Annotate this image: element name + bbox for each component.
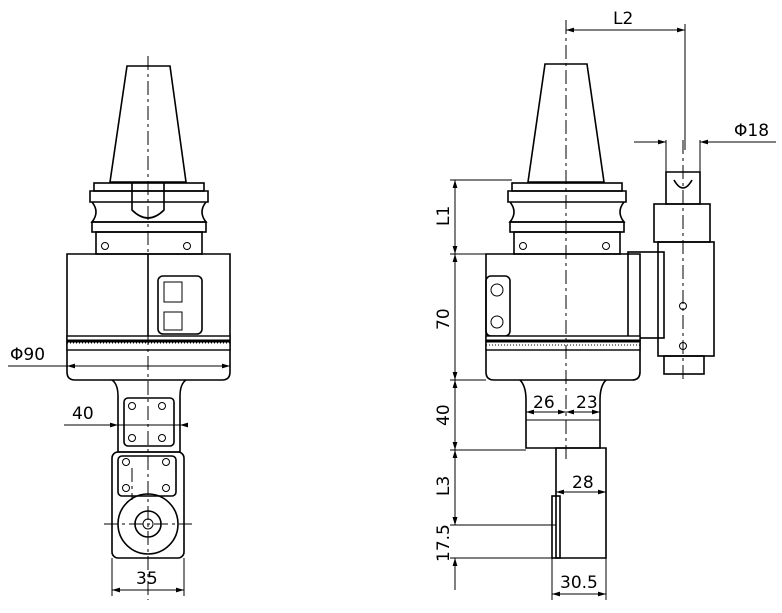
screw-icon: [128, 402, 136, 410]
side-scale-ring: [485, 335, 641, 351]
front-taper: [109, 65, 187, 183]
screw-icon: [158, 434, 166, 442]
screw-icon: [162, 458, 170, 466]
dim-label-l1: L1: [434, 206, 454, 226]
dim-label-26: 26: [533, 393, 555, 413]
dim-label-30-5: 30.5: [560, 573, 598, 593]
screw-icon: [519, 242, 527, 250]
screw-icon: [490, 315, 504, 329]
side-stop-nut: [653, 203, 711, 243]
side-body: [485, 253, 641, 381]
dim-label-40-front: 40: [72, 404, 94, 424]
dim-label-diameter: Φ90: [10, 345, 45, 365]
front-clamp-slots: [163, 281, 183, 331]
front-neck: [111, 379, 187, 453]
dim-label-l2: L2: [613, 9, 633, 29]
dim-label-17-5: 17.5: [434, 524, 454, 562]
front-body: [66, 253, 231, 381]
screw-icon: [602, 242, 610, 250]
front-flange-top: [93, 182, 205, 192]
side-clamp-pad: [485, 275, 511, 337]
screw-icon: [490, 283, 504, 297]
screw-icon: [122, 484, 130, 492]
side-head: [555, 447, 607, 559]
front-clamp-block: [157, 275, 203, 335]
side-flange-bottom: [509, 221, 625, 233]
dim-label-l3: L3: [434, 476, 454, 496]
side-stop-point: [673, 179, 693, 189]
dim-label-40-side: 40: [434, 404, 454, 426]
side-stop-housing: [657, 241, 715, 357]
front-view: Φ90 40 35: [8, 56, 231, 600]
side-stop-base: [663, 355, 705, 375]
dim-label-28: 28: [572, 473, 594, 493]
front-flange-bottom: [91, 221, 207, 233]
screw-icon: [183, 242, 191, 250]
front-neck-plate: [123, 397, 175, 447]
side-stop-tip: [665, 171, 701, 205]
dim-label-70: 70: [434, 308, 454, 330]
side-flange-top: [511, 182, 623, 192]
dim-label-d18: Φ18: [734, 121, 769, 141]
screw-icon: [158, 402, 166, 410]
side-taper: [527, 63, 605, 183]
screw-icon: [128, 434, 136, 442]
screw-icon: [162, 484, 170, 492]
side-stop-block: [627, 251, 665, 339]
front-head-plate: [117, 455, 177, 497]
screw-icon: [122, 458, 130, 466]
side-view: L2 Φ18 L1 70 40 L3 17.5 26 23 28: [434, 9, 776, 600]
side-neck: [519, 379, 607, 449]
screw-icon: [101, 242, 109, 250]
dim-label-23: 23: [576, 393, 598, 413]
dim-label-35: 35: [136, 569, 158, 589]
side-flange-groove: [507, 190, 627, 223]
